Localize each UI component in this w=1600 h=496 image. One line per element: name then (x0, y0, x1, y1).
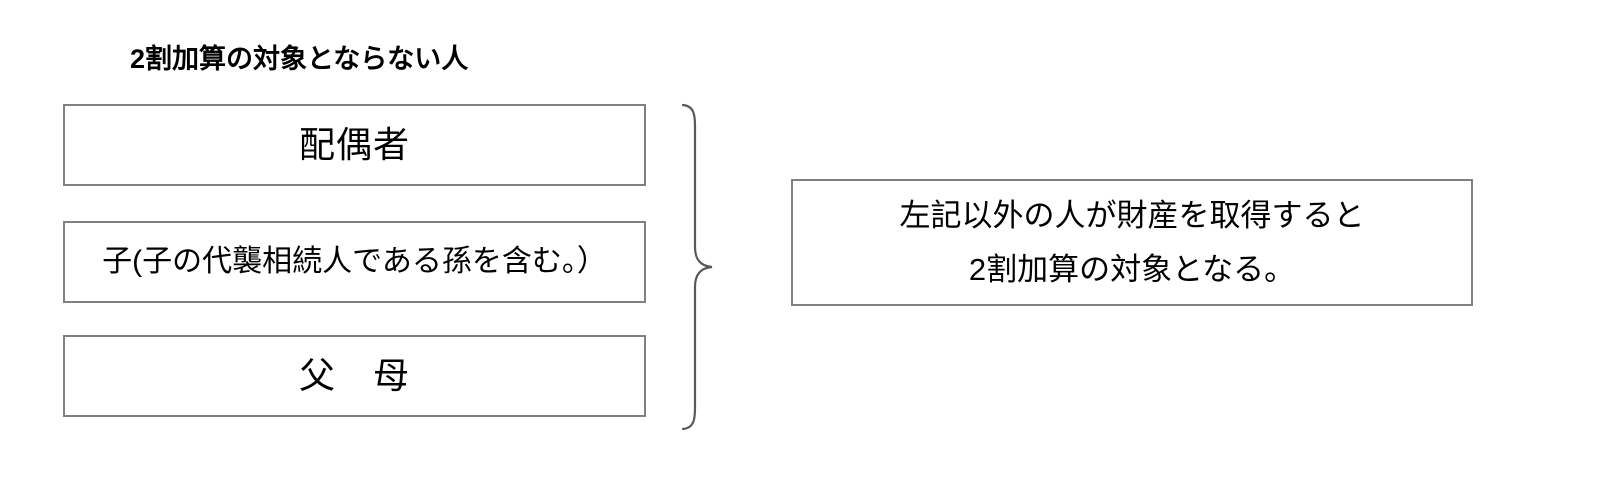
box-child: 子(子の代襲相続人である孫を含む。） (63, 221, 646, 303)
curly-brace-connector (681, 103, 713, 431)
box-spouse-label: 配偶者 (298, 124, 410, 165)
box-child-label: 子(子の代襲相続人である孫を含む。） (102, 245, 607, 278)
box-parent: 父 母 (63, 335, 646, 417)
box-result-line-1: 左記以外の人が財産を取得すると (899, 197, 1365, 233)
box-spouse: 配偶者 (63, 104, 646, 186)
box-result: 左記以外の人が財産を取得すると 2割加算の対象となる。 (791, 179, 1473, 306)
box-parent-label: 父 母 (298, 355, 410, 396)
page-title: 2割加算の対象とならない人 (130, 44, 469, 74)
box-result-line-2: 2割加算の対象となる。 (968, 251, 1296, 287)
